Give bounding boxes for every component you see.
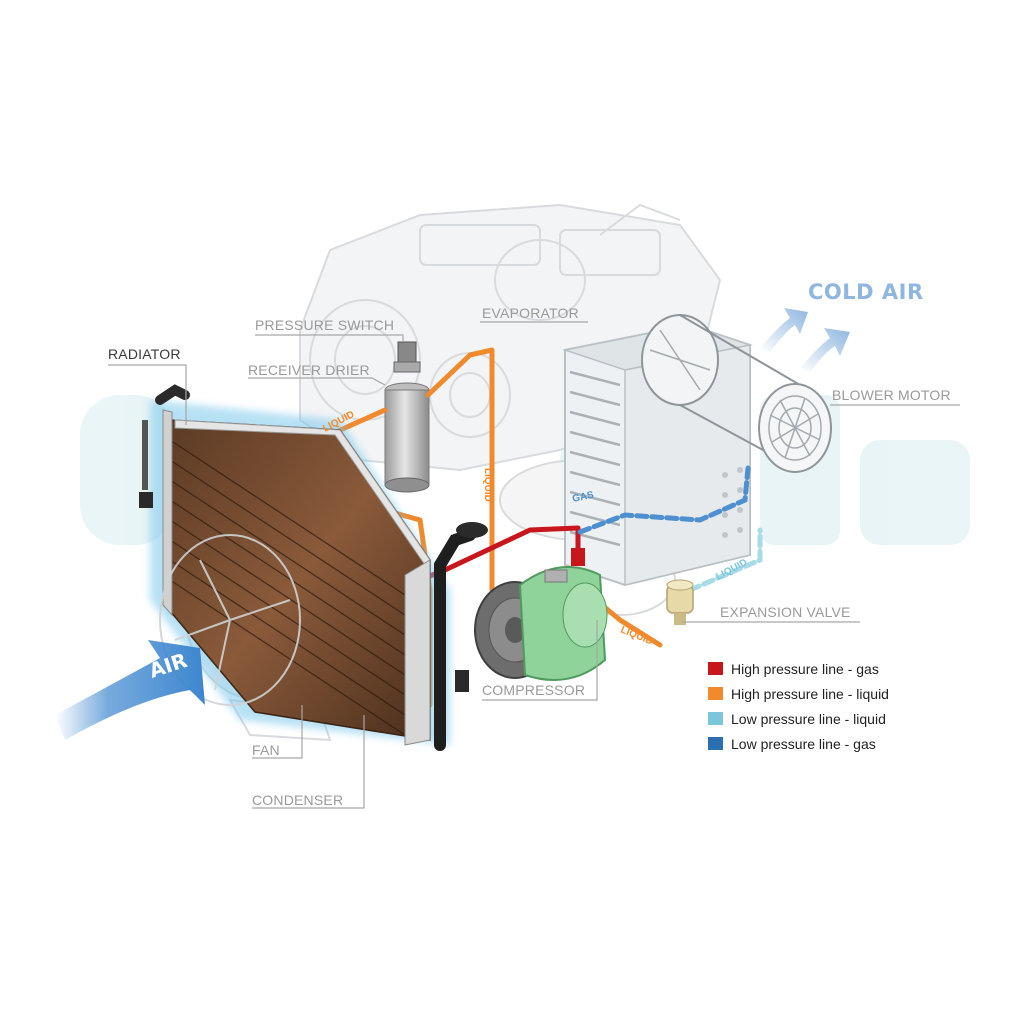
legend-swatch [708,712,723,725]
blower-motor [641,314,832,473]
cold-air-arrows [760,308,850,372]
legend-label: Low pressure line - gas [731,735,876,752]
label-radiator: RADIATOR [108,346,181,362]
legend: High pressure line - gas High pressure l… [708,656,889,756]
legend-label: High pressure line - gas [731,660,879,677]
label-blower-motor: BLOWER MOTOR [832,387,951,403]
label-condenser: CONDENSER [252,792,344,808]
label-pressure-switch: PRESSURE SWITCH [255,317,395,333]
legend-swatch [708,662,723,675]
receiver-drier [384,341,430,493]
label-compressor: COMPRESSOR [482,682,586,698]
label-evaporator: EVAPORATOR [482,305,579,321]
label-expansion-valve: EXPANSION VALVE [720,604,851,620]
fan [159,534,301,706]
low-pressure-liquid-lines [687,527,763,593]
label-fan: FAN [252,742,280,758]
compressor [474,548,608,681]
legend-item: High pressure line - gas [708,656,889,681]
low-pressure-gas-lines [577,465,751,535]
legend-item: Low pressure line - gas [708,731,889,756]
legend-swatch [708,687,723,700]
tag-gas-low: GAS [571,490,595,505]
expansion-valve [666,579,694,625]
legend-label: High pressure line - liquid [731,685,889,702]
legend-swatch [708,737,723,750]
tag-liquid-vertical: LIQUID [482,468,493,502]
label-receiver-drier: RECEIVER DRIER [248,362,370,378]
legend-item: High pressure line - liquid [708,681,889,706]
leader-lines [108,321,960,809]
label-cold-air: COLD AIR [808,280,924,304]
air-arrow [55,640,205,740]
legend-item: Low pressure line - liquid [708,706,889,731]
tag-gas-high: GAS [459,562,484,580]
condenser-radiator [139,384,488,751]
legend-label: Low pressure line - liquid [731,710,886,727]
